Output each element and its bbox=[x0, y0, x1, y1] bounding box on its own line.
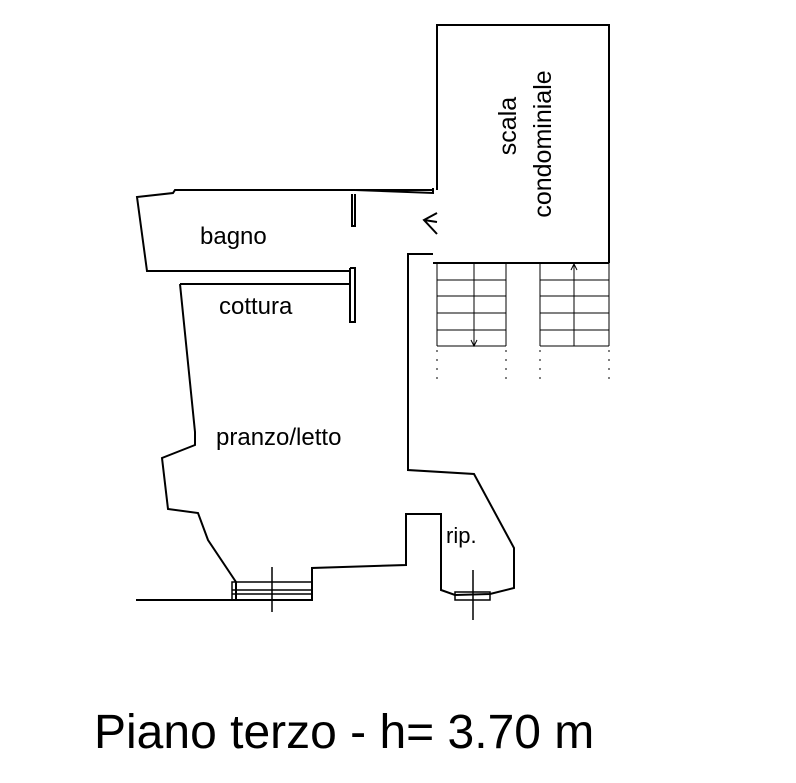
stair-label-line2: condominiale bbox=[529, 70, 557, 217]
entrance-door-symbol bbox=[422, 212, 438, 235]
room-label-ripostiglio: rip. bbox=[446, 523, 477, 548]
main-window bbox=[231, 567, 313, 612]
rip-window bbox=[454, 570, 491, 620]
room-label-pranzo-letto: pranzo/letto bbox=[216, 424, 341, 451]
cottura-partition bbox=[180, 267, 356, 323]
room-label-cottura: cottura bbox=[219, 293, 293, 320]
bagno-door-jamb-top bbox=[351, 194, 356, 227]
floor-caption: Piano terzo - h= 3.70 m bbox=[94, 706, 594, 759]
stair-label-line1: scala bbox=[494, 97, 522, 155]
room-label-bagno: bagno bbox=[200, 223, 267, 250]
stair-dotted-hints bbox=[436, 350, 610, 380]
stair-hall-wall bbox=[436, 24, 610, 263]
stair-flight-right bbox=[539, 262, 610, 347]
stair-flight-left bbox=[436, 263, 507, 348]
